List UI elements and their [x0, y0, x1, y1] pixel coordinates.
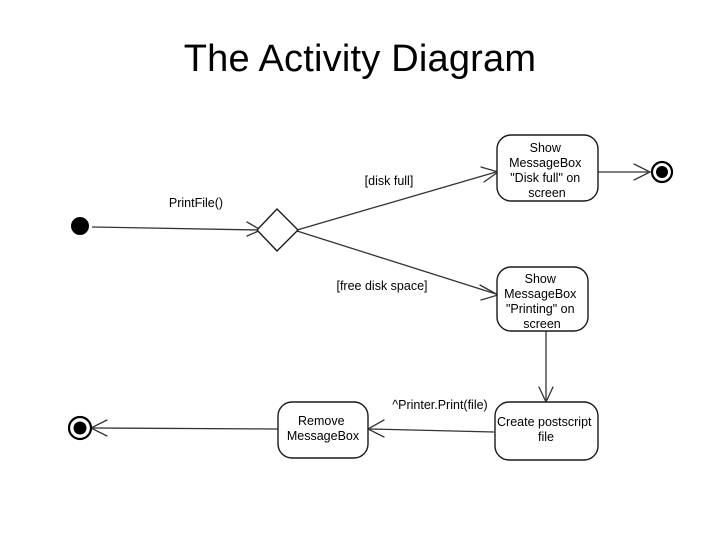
action-label-create-postscript: Create postscript file — [497, 415, 595, 444]
action-label-show-disk-full: Show MessageBox "Disk full" on screen — [509, 141, 585, 200]
edge-start-to-decision — [91, 221, 263, 237]
final-state-node-top[interactable] — [650, 160, 674, 184]
initial-state-node[interactable] — [71, 217, 89, 235]
edge-printing-to-create — [538, 331, 554, 404]
decision-diamond-node[interactable] — [256, 207, 299, 253]
action-node-create-postscript[interactable]: Create postscript file — [494, 401, 599, 461]
action-label-remove-messagebox: Remove MessageBox — [287, 414, 360, 443]
edge-label-free-disk-space-guard: [free disk space] — [336, 279, 427, 293]
action-node-remove-messagebox[interactable]: Remove MessageBox — [277, 401, 369, 459]
edge-label-disk-full-guard: [disk full] — [365, 174, 414, 188]
action-node-show-printing[interactable]: Show MessageBox "Printing" on screen — [496, 266, 589, 332]
edge-label-printfile: PrintFile() — [169, 196, 223, 210]
final-state-node-bottom[interactable] — [67, 415, 93, 441]
action-label-show-printing: Show MessageBox "Printing" on screen — [504, 272, 580, 331]
action-node-show-disk-full[interactable]: Show MessageBox "Disk full" on screen — [496, 134, 599, 202]
edge-disk-full-to-final — [598, 163, 652, 181]
edge-create-to-remove — [366, 419, 495, 438]
page-title: The Activity Diagram — [183, 38, 537, 80]
edge-remove-to-final — [89, 419, 279, 437]
edge-label-printer-print: ^Printer.Print(file) — [392, 398, 487, 412]
